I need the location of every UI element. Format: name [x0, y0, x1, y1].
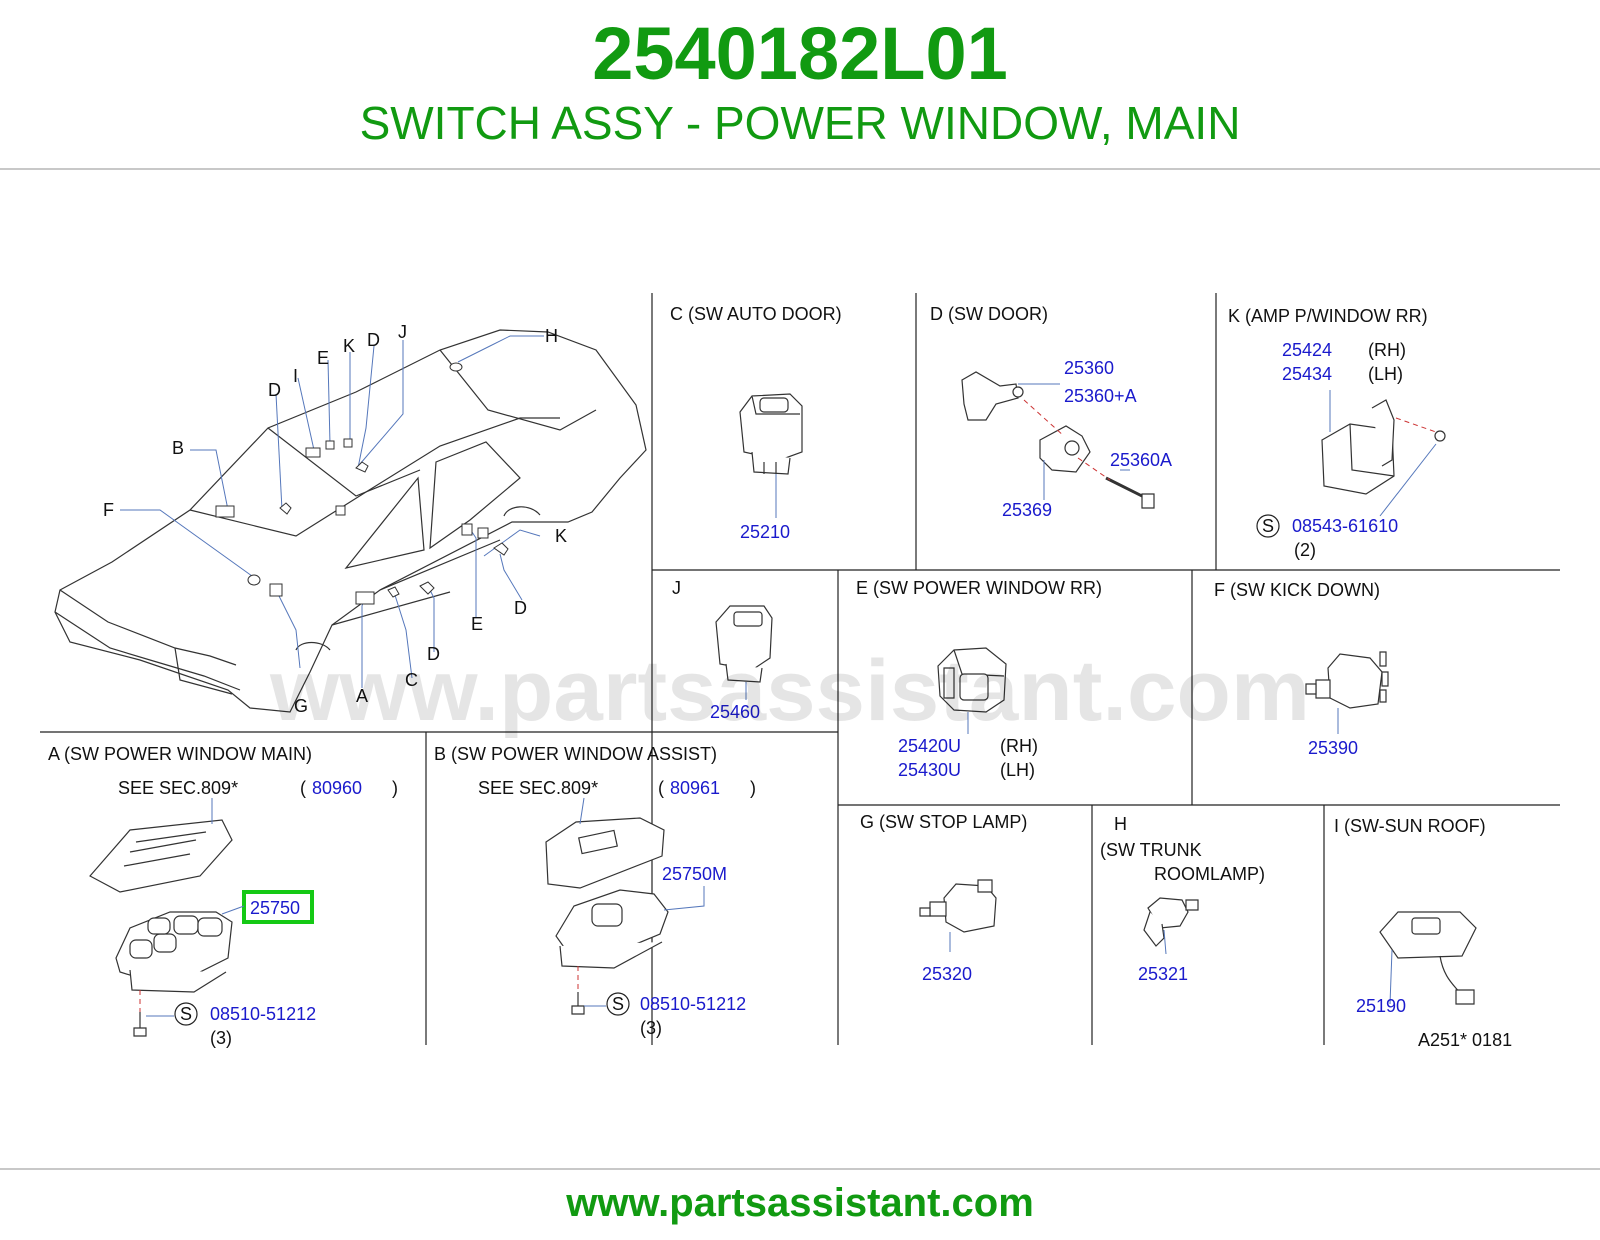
section-b-title: B (SW POWER WINDOW ASSIST) [434, 744, 717, 764]
part-08510-51212-a-link[interactable]: 08510-51212 [210, 1004, 316, 1024]
section-i-title: I (SW-SUN ROOF) [1334, 816, 1486, 836]
main-switch-assy-drawing [116, 912, 232, 992]
part-25434-link[interactable]: 25434 [1282, 364, 1332, 384]
part-25360a-link[interactable]: 25360A [1110, 450, 1172, 470]
part-number-title: 2540182L01 [592, 12, 1008, 95]
section-h-title-line3: ROOMLAMP) [1154, 864, 1265, 884]
callout-d-bottom: D [427, 644, 440, 664]
section-h-title: H [1114, 814, 1127, 834]
sunroof-switch-drawing [1380, 912, 1476, 1004]
car-overview-drawing [55, 330, 646, 712]
part-25420u-link[interactable]: 25420U [898, 736, 961, 756]
main-switch-bezel-drawing [90, 820, 232, 892]
callout-j: J [398, 322, 407, 342]
part-25750m-link[interactable]: 25750M [662, 864, 727, 884]
power-window-rr-switch-drawing [938, 648, 1006, 712]
callout-e-top: E [317, 348, 329, 368]
auto-door-switch-drawing [740, 394, 802, 474]
screw-symbol-circle [607, 993, 629, 1015]
footer-url-link[interactable]: www.partsassistant.com [566, 1181, 1034, 1225]
page-header: 2540182L01 SWITCH ASSY - POWER WINDOW, M… [0, 0, 1600, 168]
sec-809-ref-80960-link[interactable]: 80960 [312, 778, 362, 798]
section-c-title: C (SW AUTO DOOR) [670, 304, 842, 324]
header-divider [0, 168, 1600, 170]
screw-symbol-k: S [1262, 516, 1274, 536]
section-a-title: A (SW POWER WINDOW MAIN) [48, 744, 312, 764]
assist-switch-bezel-drawing [546, 818, 664, 888]
part-25369-link[interactable]: 25369 [1002, 500, 1052, 520]
trunk-switch-j-drawing [716, 606, 772, 682]
part-name-subtitle: SWITCH ASSY - POWER WINDOW, MAIN [359, 97, 1241, 149]
assist-switch-assy-drawing [556, 890, 668, 968]
screw-a-drawing [134, 1012, 146, 1036]
trunk-roomlamp-switch-drawing [1144, 898, 1198, 946]
section-j-title: J [672, 578, 681, 598]
part-25190-link[interactable]: 25190 [1356, 996, 1406, 1016]
section-h-title-line2: (SW TRUNK [1100, 840, 1202, 860]
screw-symbol-a: S [180, 1004, 192, 1024]
part-25210-link[interactable]: 25210 [740, 522, 790, 542]
screw-symbol-b: S [612, 994, 624, 1014]
screw-symbol-circle [1257, 515, 1279, 537]
section-b-see-open: ( [658, 778, 664, 798]
section-f-title: F (SW KICK DOWN) [1214, 580, 1380, 600]
footer-divider [0, 1168, 1600, 1170]
section-a-see-open: ( [300, 778, 306, 798]
section-g-title: G (SW STOP LAMP) [860, 812, 1027, 832]
screw-b-drawing [572, 992, 584, 1014]
section-b-see: SEE SEC.809* [478, 778, 598, 798]
part-25424-link[interactable]: 25424 [1282, 340, 1332, 360]
callout-a: A [356, 686, 368, 706]
callout-c: C [405, 670, 418, 690]
part-25320-link[interactable]: 25320 [922, 964, 972, 984]
diagram-code: A251* 0181 [1418, 1030, 1512, 1050]
screw-qty-a: (3) [210, 1028, 232, 1048]
section-a-see-close: ) [392, 778, 398, 798]
callout-k-top: K [343, 336, 355, 356]
section-a-see: SEE SEC.809* [118, 778, 238, 798]
callout-f: F [103, 500, 114, 520]
part-25360-a-link[interactable]: 25360+A [1064, 386, 1137, 406]
section-d-title: D (SW DOOR) [930, 304, 1048, 324]
part-25430u-link[interactable]: 25430U [898, 760, 961, 780]
power-window-amp-drawing [1322, 400, 1445, 494]
part-08510-51212-b-link[interactable]: 08510-51212 [640, 994, 746, 1014]
stop-lamp-switch-drawing [920, 880, 996, 932]
section-k-title: K (AMP P/WINDOW RR) [1228, 306, 1428, 326]
part-25321-link[interactable]: 25321 [1138, 964, 1188, 984]
side-rh-k: (RH) [1368, 340, 1406, 360]
callout-d-left: D [268, 380, 281, 400]
callout-k-right: K [555, 526, 567, 546]
callout-g: G [294, 696, 308, 716]
screw-qty-k: (2) [1294, 540, 1316, 560]
side-lh-e: (LH) [1000, 760, 1035, 780]
selected-part-highlight [244, 892, 312, 922]
part-25750-link[interactable]: 25750 [250, 898, 300, 918]
callout-i: I [293, 366, 298, 386]
watermark-text: www.partsassistant.com [269, 643, 1310, 739]
section-e-title: E (SW POWER WINDOW RR) [856, 578, 1102, 598]
kick-down-switch-drawing [1306, 652, 1388, 708]
callout-d-right: D [514, 598, 527, 618]
part-08543-61610-link[interactable]: 08543-61610 [1292, 516, 1398, 536]
callout-b: B [172, 438, 184, 458]
callout-d-top: D [367, 330, 380, 350]
side-rh-e: (RH) [1000, 736, 1038, 756]
part-25460-link[interactable]: 25460 [710, 702, 760, 722]
callout-h: H [545, 326, 558, 346]
side-lh-k: (LH) [1368, 364, 1403, 384]
callout-e-bottom: E [471, 614, 483, 634]
sec-809-ref-80961-link[interactable]: 80961 [670, 778, 720, 798]
screw-qty-b: (3) [640, 1018, 662, 1038]
part-25390-link[interactable]: 25390 [1308, 738, 1358, 758]
section-b-see-close: ) [750, 778, 756, 798]
part-25360-link[interactable]: 25360 [1064, 358, 1114, 378]
screw-symbol-circle [175, 1003, 197, 1025]
door-switch-drawing [962, 372, 1154, 508]
